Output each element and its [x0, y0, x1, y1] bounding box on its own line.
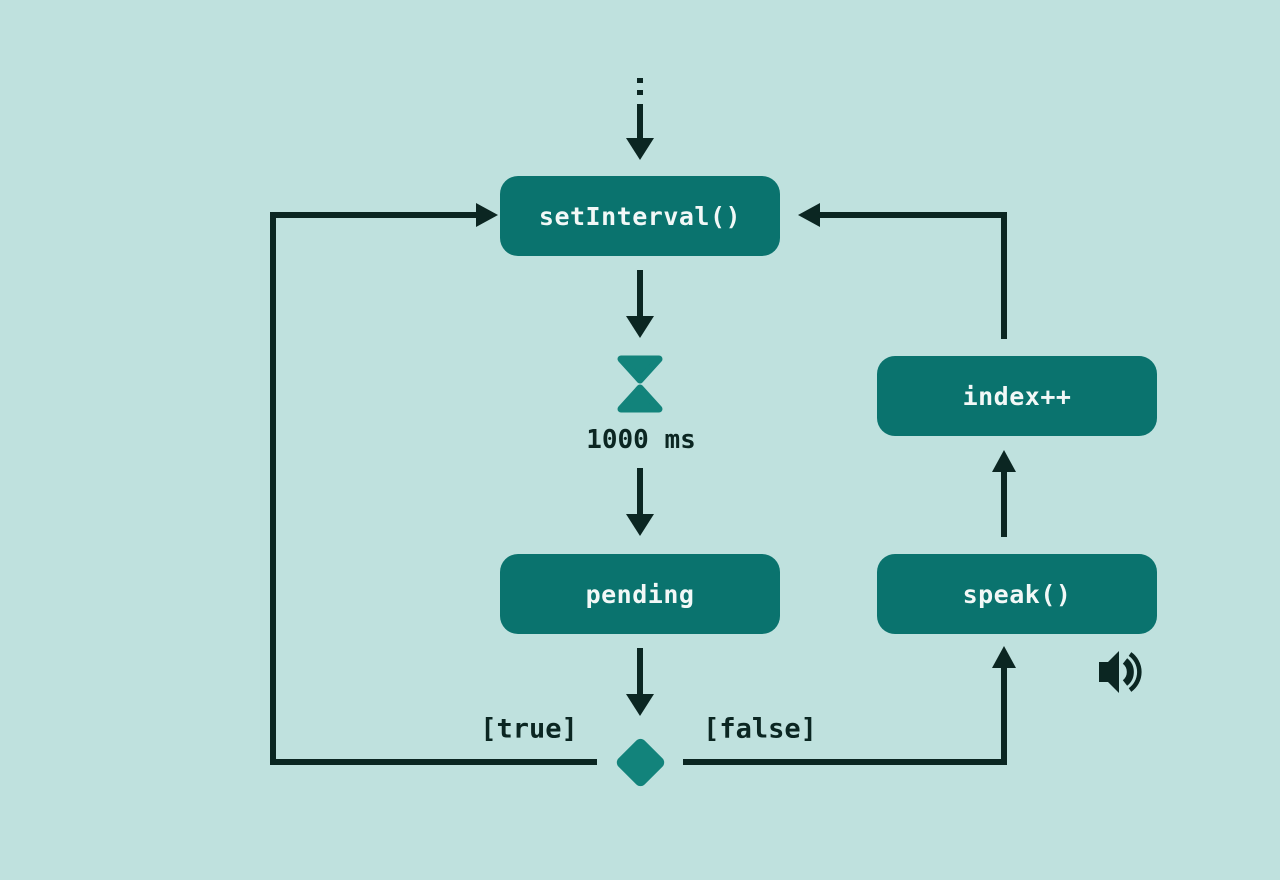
node-pending: pending: [500, 554, 780, 634]
node-pending-label: pending: [585, 579, 695, 609]
connector-false-to-speak: [683, 668, 1007, 765]
arrowhead-into-timer: [626, 316, 654, 338]
arrowhead-entry: [626, 138, 654, 160]
node-index-increment: index++: [877, 356, 1157, 436]
node-speak: speak(): [877, 554, 1157, 634]
connector-index-to-setinterval: [820, 212, 1007, 339]
arrowhead-into-setinterval-right: [798, 203, 820, 227]
node-index-increment-label: index++: [962, 381, 1072, 411]
connector-true-loop: [270, 212, 597, 765]
node-speak-label: speak(): [962, 579, 1072, 609]
arrowhead-into-speak: [992, 646, 1016, 668]
node-setinterval: setInterval(): [500, 176, 780, 256]
speaker-icon: [1099, 651, 1142, 693]
label-false-branch: [false]: [703, 713, 817, 745]
arrowhead-into-index: [992, 450, 1016, 472]
hourglass-icon: [617, 355, 663, 413]
node-setinterval-label: setInterval(): [538, 201, 742, 231]
arrowhead-into-pending: [626, 514, 654, 536]
label-delay: 1000 ms: [586, 425, 696, 455]
arrowhead-into-setinterval-left: [476, 203, 498, 227]
decision-diamond: [616, 738, 665, 787]
arrowhead-into-decision: [626, 694, 654, 716]
label-true-branch: [true]: [480, 713, 578, 745]
